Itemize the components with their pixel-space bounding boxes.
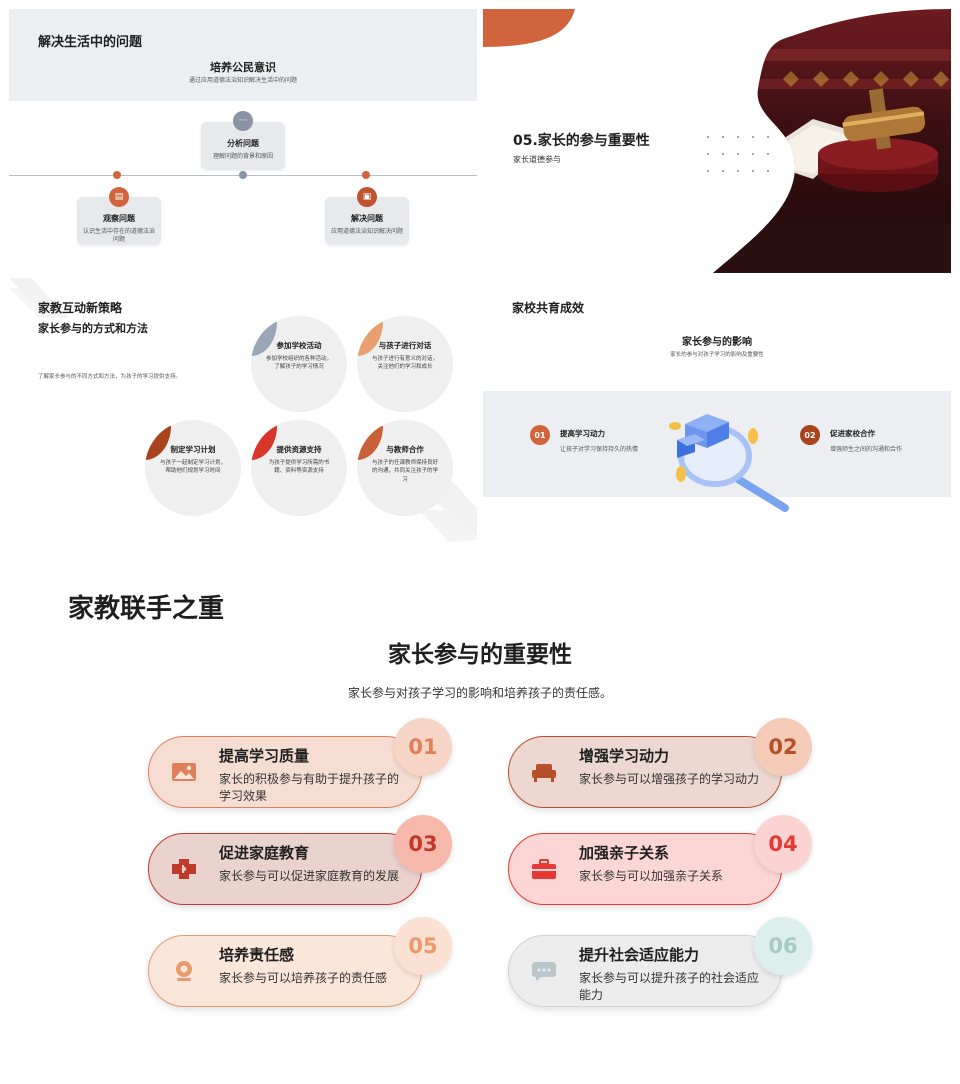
number-circle: 04 xyxy=(754,815,812,873)
card-title: 提升社会适应能力 xyxy=(579,946,700,964)
card-desc: 家长参与可以培养孩子的责任感 xyxy=(219,971,388,985)
card-title: 促进家庭教育 xyxy=(219,844,310,862)
image-icon xyxy=(172,763,196,781)
step-desc: 应用道德法治知识解决问题 xyxy=(330,228,403,235)
card-desc: 家长的积极参与有助于提升孩子的学习效果 xyxy=(219,772,400,804)
step-card-analyze: 分析问题 理解问题的背景和原因 xyxy=(201,122,285,170)
strategy-desc: 与孩子的任课教师保持良好的沟通，共同关注孩子的学习 xyxy=(371,460,438,483)
strategy-circle: 参加学校活动 参加学校组织的各种活动，了解孩子的学习情况 xyxy=(251,316,347,412)
gavel-photo xyxy=(483,9,951,273)
slide-title: 家教联手之重 xyxy=(68,594,225,624)
strategy-circle: 与孩子进行对话 与孩子进行有意义的对话，关注他们的学习和成长 xyxy=(357,316,453,412)
step-title: 解决问题 xyxy=(351,214,383,223)
step-title: 分析问题 xyxy=(227,139,259,148)
sofa-icon xyxy=(532,764,556,782)
chat-icon xyxy=(532,962,556,981)
step-desc: 认识生活中存在的道德法治问题 xyxy=(82,228,155,244)
magnifier-chart-illustration xyxy=(669,414,789,512)
strategy-circle: 与教师合作 与孩子的任课教师保持良好的沟通，共同关注孩子的学习 xyxy=(357,420,453,516)
strategy-desc: 与孩子进行有意义的对话，关注他们的学习和成长 xyxy=(371,356,438,371)
strategy-title: 与孩子进行对话 xyxy=(378,341,432,350)
effect-title: 提高学习动力 xyxy=(560,429,605,438)
number-circle: 02 xyxy=(754,718,812,776)
slide-solve-problems: 解决生活中的问题 培养公民意识 通过应用道德法治知识解决生活中的问题 分析问题 … xyxy=(9,9,477,273)
slide-desc: 了解家长参与的不同方式和方法，为孩子的学习提供支持。 xyxy=(38,374,182,380)
effect-title: 促进家校合作 xyxy=(830,429,875,438)
card-desc: 家长参与可以增强孩子的学习动力 xyxy=(579,772,760,786)
slide-subtitle: 家长参与的影响 xyxy=(682,337,752,348)
slide-title: 家校共育成效 xyxy=(512,301,585,315)
strategy-title: 提供资源支持 xyxy=(276,445,322,454)
slide-subtitle-desc: 家长的参与对孩子学习的影响及重要性 xyxy=(670,352,764,358)
card-desc: 家长参与可以加强亲子关系 xyxy=(579,869,724,883)
number-badge: 02 xyxy=(800,425,820,445)
slide-subtitle-desc: 通过应用道德法治知识解决生活中的问题 xyxy=(188,77,297,84)
strategy-title: 与教师合作 xyxy=(386,445,424,454)
card-improve-quality: 提高学习质量 家长的积极参与有助于提升孩子的学习效果 xyxy=(148,736,422,808)
strategy-desc: 为孩子提供学习所需的书籍、资料等资源支持 xyxy=(268,460,330,475)
strategy-desc: 参加学校组织的各种活动，了解孩子的学习情况 xyxy=(265,356,332,371)
card-title: 培养责任感 xyxy=(219,946,295,964)
puzzle-icon xyxy=(172,859,196,879)
timeline-dot xyxy=(362,171,370,179)
slide-parent-importance: 05.家长的参与重要性 家长道德参与 xyxy=(483,9,951,273)
header-band xyxy=(9,9,477,101)
slide-cooperation-results: 家校共育成效 家长参与的影响 家长的参与对孩子学习的影响及重要性 01 提高学习… xyxy=(483,278,951,542)
card-boost-motivation: 增强学习动力 家长参与可以增强孩子的学习动力 xyxy=(508,736,782,808)
slide-parent-cooperation: 家教联手之重 家长参与的重要性 家长参与对孩子学习的影响和培养孩子的责任感。 提… xyxy=(0,550,960,1084)
strategy-circle: 提供资源支持 为孩子提供学习所需的书籍、资料等资源支持 xyxy=(251,420,347,516)
strategy-title: 制定学习计划 xyxy=(170,445,216,454)
card-desc: 家长参与可以提升孩子的社会适应能力 xyxy=(579,971,760,1003)
card-title: 加强亲子关系 xyxy=(579,844,670,862)
step-title: 观察问题 xyxy=(103,214,135,223)
card-family-education: 促进家庭教育 家长参与可以促进家庭教育的发展 xyxy=(148,833,422,905)
briefcase-icon xyxy=(532,859,556,879)
slide-title: 解决生活中的问题 xyxy=(38,35,143,50)
slide-subtitle: 家长参与的重要性 xyxy=(388,642,572,668)
location-icon xyxy=(176,961,192,981)
number-circle: 01 xyxy=(394,718,452,776)
effect-desc: 让孩子对学习保持持久的热情 xyxy=(560,446,639,453)
image-icon: ▣ xyxy=(357,187,377,207)
chat-icon: ··· xyxy=(233,111,253,131)
card-parent-child: 加强亲子关系 家长参与可以加强亲子关系 xyxy=(508,833,782,905)
slide-title: 05.家长的参与重要性 xyxy=(513,133,650,149)
effect-desc: 增强师生之间的沟通和合作 xyxy=(830,446,903,453)
slide-title: 家教互动新策略 xyxy=(38,301,123,315)
card-title: 提高学习质量 xyxy=(219,747,310,765)
slide-subtitle-desc: 家长参与对孩子学习的影响和培养孩子的责任感。 xyxy=(347,686,612,700)
number-circle: 03 xyxy=(394,815,452,873)
number-badge: 01 xyxy=(530,425,550,445)
document-icon: ▤ xyxy=(109,187,129,207)
card-desc: 家长参与可以促进家庭教育的发展 xyxy=(219,869,400,883)
card-responsibility: 培养责任感 家长参与可以培养孩子的责任感 xyxy=(148,935,422,1007)
number-circle: 05 xyxy=(394,917,452,975)
number-circle: 06 xyxy=(754,917,812,975)
timeline-dot xyxy=(113,171,121,179)
strategy-title: 参加学校活动 xyxy=(276,341,322,350)
slide-subtitle: 家长参与的方式和方法 xyxy=(38,322,148,335)
slide-home-school-strategy: 家教互动新策略 家长参与的方式和方法 了解家长参与的不同方式和方法，为孩子的学习… xyxy=(9,278,477,542)
card-social-adaptation: 提升社会适应能力 家长参与可以提升孩子的社会适应能力 xyxy=(508,935,782,1007)
card-title: 增强学习动力 xyxy=(579,747,670,765)
strategy-desc: 与孩子一起制定学习计划，帮助他们规划学习时间 xyxy=(159,460,226,475)
slide-subtitle: 家长道德参与 xyxy=(513,155,561,164)
step-desc: 理解问题的背景和原因 xyxy=(212,153,273,160)
strategy-circle: 制定学习计划 与孩子一起制定学习计划，帮助他们规划学习时间 xyxy=(145,420,241,516)
slide-subtitle: 培养公民意识 xyxy=(210,61,276,74)
timeline-dot xyxy=(239,171,247,179)
